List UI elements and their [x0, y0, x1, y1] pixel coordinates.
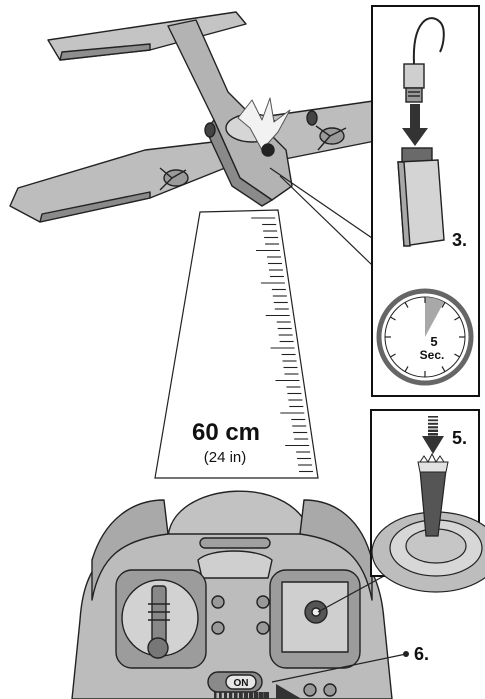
distance-ruler: 60 cm (24 in) [155, 210, 318, 478]
transmitter-icon: ON [72, 491, 392, 699]
distance-metric: 60 cm [192, 419, 260, 446]
timer-icon: 5 Sec. [379, 291, 471, 383]
battery-icon [398, 148, 444, 246]
step-6-label: 6. [414, 644, 429, 664]
switch-label: ON [234, 678, 249, 689]
timer-unit: Sec. [420, 348, 445, 362]
step-5-label: 5. [452, 428, 467, 448]
battery-panel: 3. 5 Sec. [270, 6, 479, 396]
distance-imperial: (24 in) [204, 449, 247, 466]
step-3-label: 3. [452, 230, 467, 250]
timer-value: 5 [430, 334, 437, 349]
